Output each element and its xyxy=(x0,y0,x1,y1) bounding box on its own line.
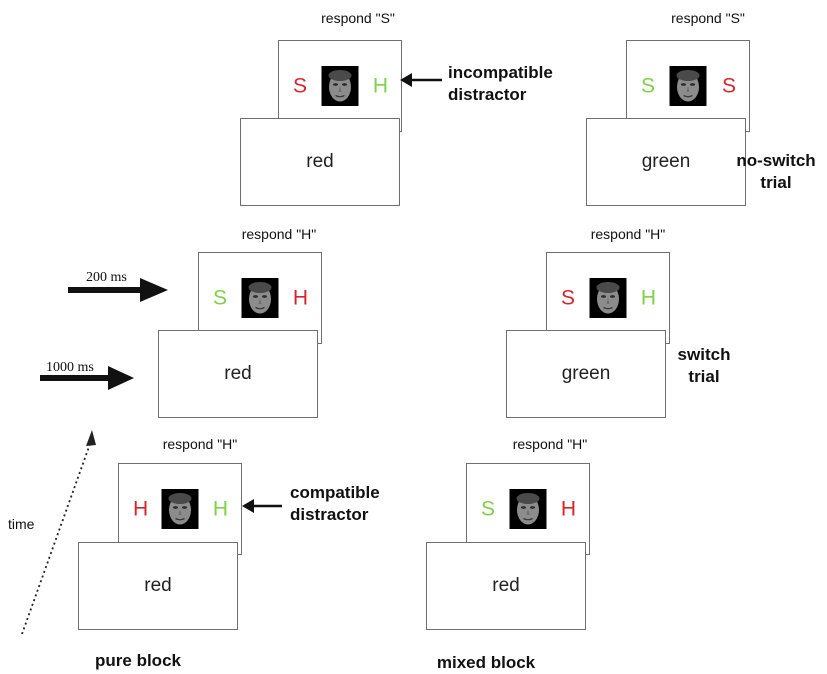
stimulus-card-mixed-1: S H xyxy=(466,463,590,555)
distractor-letter-left: H xyxy=(133,497,149,521)
annotation-compatible-distractor: compatible distractor xyxy=(290,483,380,524)
face-image xyxy=(241,278,279,318)
face-image xyxy=(321,66,359,106)
respond-label-mixed-2: respond "H" xyxy=(590,226,666,242)
stimulus-card-mixed-3: S S xyxy=(626,40,750,132)
respond-label-pure-2: respond "H" xyxy=(241,226,317,242)
color-cue-card-pure-3: red xyxy=(240,118,400,206)
color-cue-card-mixed-1: red xyxy=(426,542,586,630)
face-image xyxy=(509,489,547,529)
stimulus-card-pure-3: S H xyxy=(278,40,402,132)
annotation-switch-trial: switch trial xyxy=(677,345,731,386)
stimulus-duration-label: 200 ms xyxy=(86,270,127,285)
respond-label-mixed-1: respond "H" xyxy=(512,436,588,452)
cue-duration-label: 1000 ms xyxy=(46,360,94,375)
distractor-letter-left: S xyxy=(641,74,656,98)
annotation-no-switch-trial: no-switch trial xyxy=(736,151,816,192)
distractor-letter-left: S xyxy=(213,286,228,310)
color-cue-card-pure-2: red xyxy=(158,330,318,418)
color-cue-word: green xyxy=(561,363,611,384)
distractor-letter-right: H xyxy=(640,286,656,310)
color-cue-word: red xyxy=(306,151,334,172)
distractor-letter-right: S xyxy=(721,74,736,98)
mixed-block-label: mixed block xyxy=(436,653,536,672)
distractor-letter-right: H xyxy=(372,74,388,98)
color-cue-word: red xyxy=(492,575,520,596)
stimulus-card-pure-1: H H xyxy=(118,463,242,555)
face-image xyxy=(669,66,707,106)
respond-label-pure-1: respond "H" xyxy=(162,436,238,452)
time-axis-label: time xyxy=(8,516,35,532)
distractor-letter-right: H xyxy=(560,497,576,521)
compatible-distractor-arrow xyxy=(242,499,282,513)
respond-label-pure-3: respond "S" xyxy=(321,10,395,26)
pure-block-label: pure block xyxy=(95,651,181,670)
face-image xyxy=(589,278,627,318)
color-cue-word: red xyxy=(144,575,172,596)
annotation-incompatible-distractor: incompatible distractor xyxy=(448,63,553,104)
color-cue-card-pure-1: red xyxy=(78,542,238,630)
stimulus-card-pure-2: S H xyxy=(198,252,322,344)
distractor-letter-right: H xyxy=(212,497,228,521)
color-cue-word: green xyxy=(641,151,691,172)
distractor-letter-left: S xyxy=(561,286,576,310)
color-cue-word: red xyxy=(224,363,252,384)
distractor-letter-left: S xyxy=(481,497,496,521)
color-cue-card-mixed-2: green xyxy=(506,330,666,418)
color-cue-card-mixed-3: green xyxy=(586,118,746,206)
respond-label-mixed-3: respond "S" xyxy=(671,10,745,26)
distractor-letter-right: H xyxy=(292,286,308,310)
incompatible-distractor-arrow xyxy=(400,73,442,87)
face-image xyxy=(161,489,199,529)
distractor-letter-left: S xyxy=(293,74,308,98)
stimulus-card-mixed-2: S H xyxy=(546,252,670,344)
